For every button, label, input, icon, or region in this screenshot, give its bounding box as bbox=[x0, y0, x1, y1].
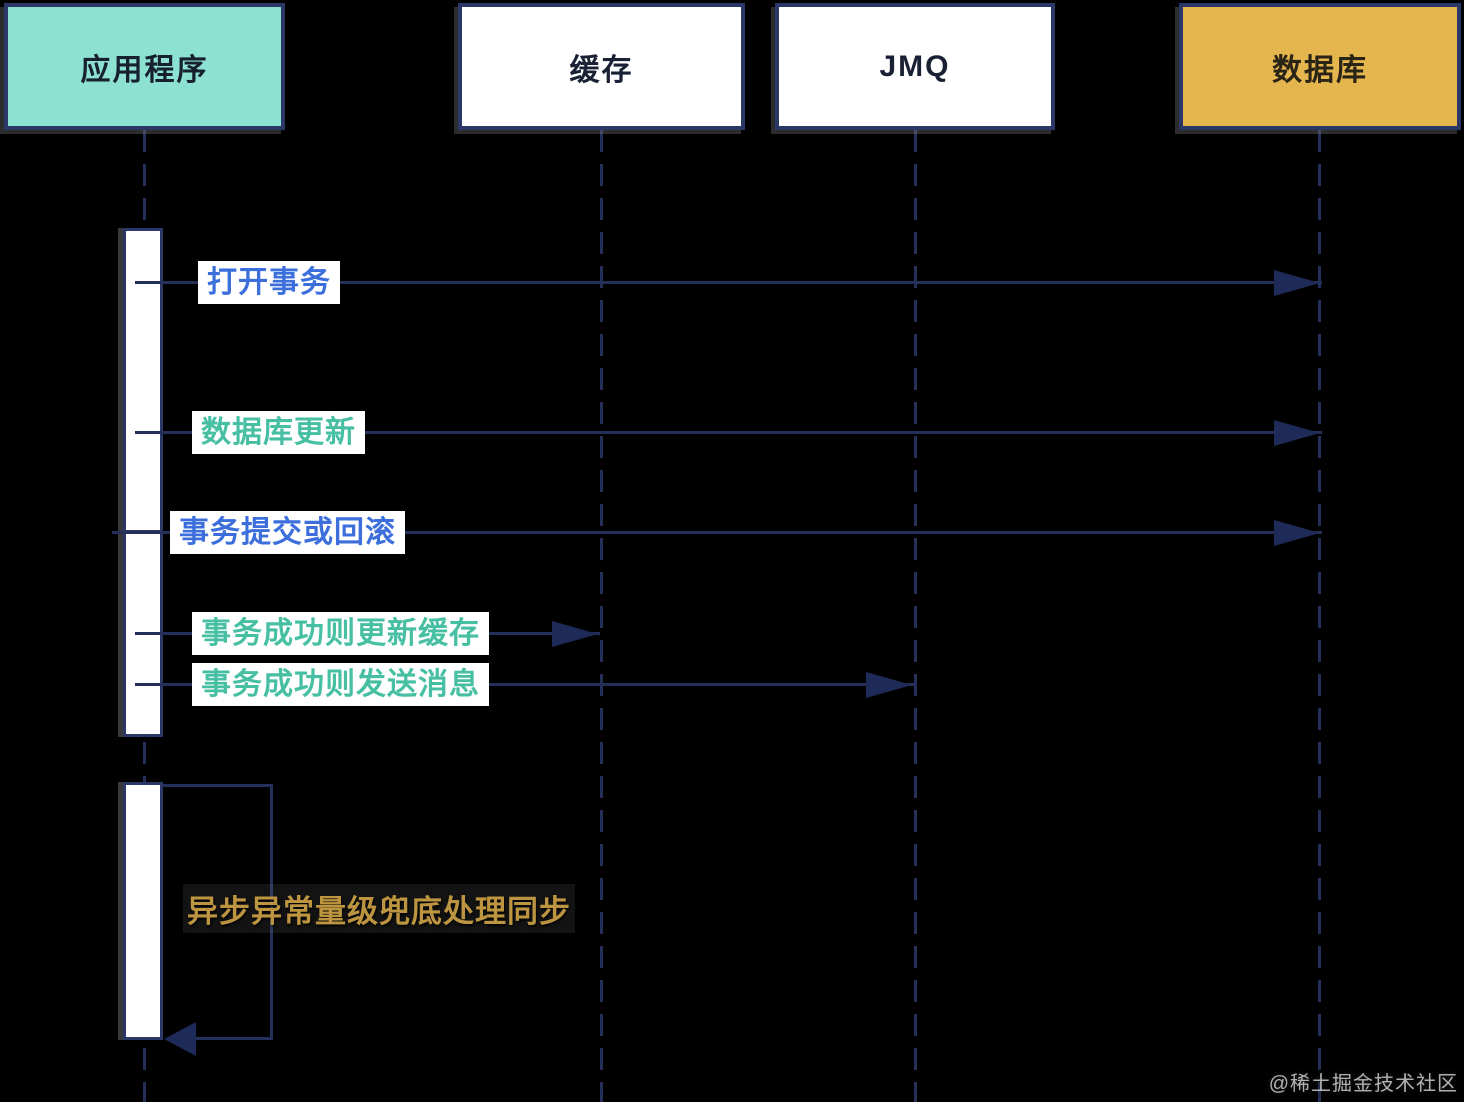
participant-label-jmq: JMQ bbox=[879, 49, 951, 83]
message-label-commit-rollback: 事务提交或回滚 bbox=[170, 511, 405, 554]
participant-box-cache: 缓存 bbox=[458, 3, 745, 130]
arrow-right-icon bbox=[1274, 420, 1320, 446]
participant-box-jmq: JMQ bbox=[775, 3, 1055, 130]
participant-box-application: 应用程序 bbox=[4, 3, 285, 130]
message-line-send-message bbox=[135, 683, 914, 686]
participant-box-database: 数据库 bbox=[1179, 3, 1461, 130]
arrow-right-icon bbox=[866, 672, 912, 698]
message-label-update-cache: 事务成功则更新缓存 bbox=[192, 612, 489, 655]
lifeline-database bbox=[1318, 130, 1321, 1102]
message-label-open-transaction: 打开事务 bbox=[198, 261, 340, 304]
message-line-commit-rollback bbox=[112, 531, 1322, 534]
participant-label-cache: 缓存 bbox=[569, 53, 634, 87]
activation-bar-application-1 bbox=[123, 228, 163, 533]
arrow-right-icon bbox=[1274, 270, 1320, 296]
message-label-database-update: 数据库更新 bbox=[192, 411, 365, 454]
message-line-database-update bbox=[135, 431, 1322, 434]
participant-label-application: 应用程序 bbox=[80, 53, 209, 87]
participant-label-database: 数据库 bbox=[1272, 53, 1368, 87]
lifeline-jmq bbox=[914, 130, 917, 1102]
self-loop-right-line bbox=[270, 784, 273, 1040]
message-line-open-transaction bbox=[135, 281, 1322, 284]
message-label-send-message: 事务成功则发送消息 bbox=[192, 663, 489, 706]
self-loop-top-line bbox=[163, 784, 273, 787]
message-label-async-fallback: 异步异常量级兜底处理同步 bbox=[183, 884, 575, 933]
watermark: @稀土掘金技术社区 bbox=[1268, 1073, 1458, 1095]
arrow-right-icon bbox=[1274, 520, 1320, 546]
arrow-left-icon bbox=[164, 1022, 196, 1056]
lifeline-cache bbox=[600, 130, 603, 1102]
self-loop-bottom-line bbox=[196, 1037, 273, 1040]
arrow-right-icon bbox=[552, 621, 598, 647]
activation-bar-application-3 bbox=[123, 782, 163, 1040]
